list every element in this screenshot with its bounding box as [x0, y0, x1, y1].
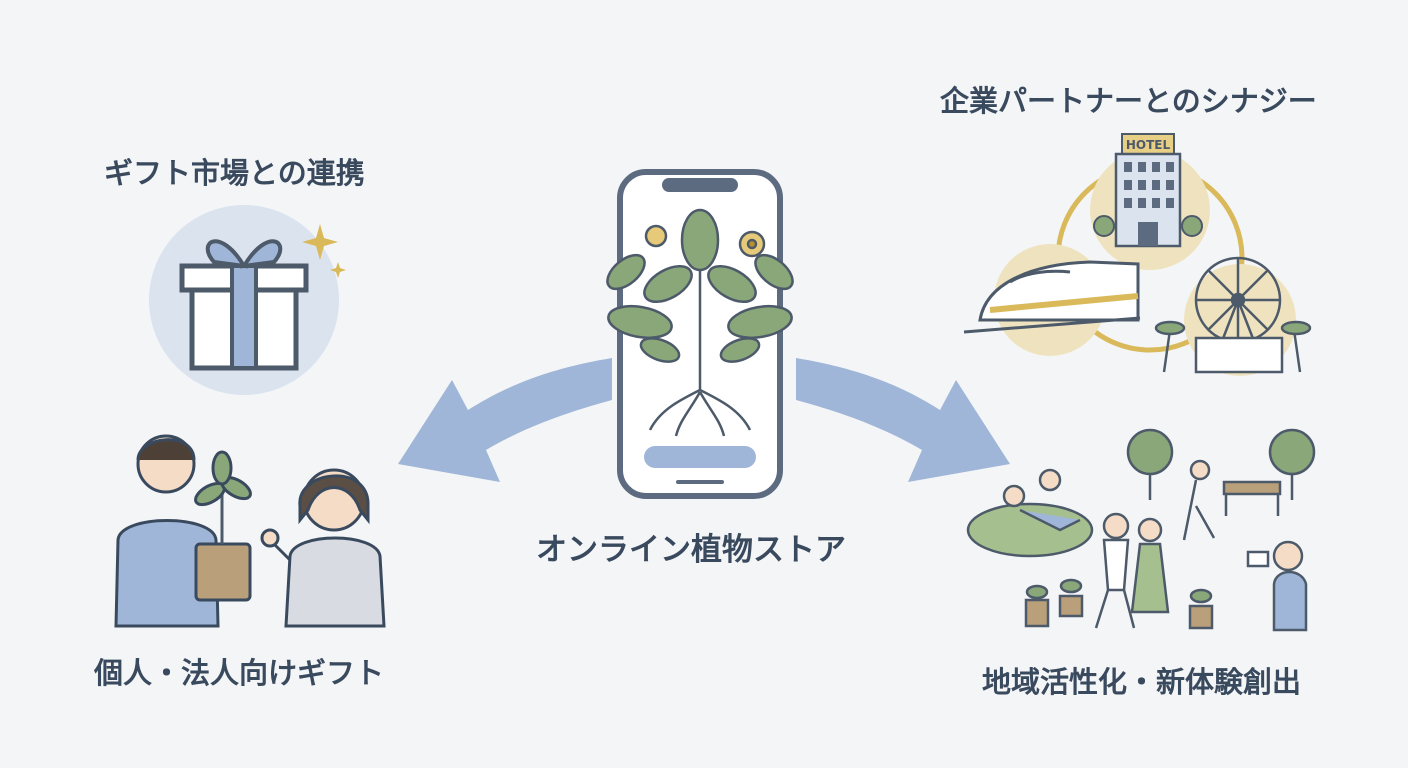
hotel-icon: HOTEL: [1093, 133, 1203, 248]
train-icon: [963, 260, 1141, 334]
gift-market-label: ギフト市場との連携: [104, 156, 365, 190]
left-arrow: [398, 358, 612, 482]
park-icon: [966, 428, 1316, 630]
plant-icon: [606, 208, 794, 437]
camera-icon: [1246, 540, 1308, 632]
right-arrow: [796, 358, 1010, 482]
people-icon: [114, 434, 386, 628]
sparkle-icon: [302, 224, 346, 278]
personal-gift-label: 個人・法人向けギフト: [94, 656, 385, 690]
hotel-sign: HOTEL: [1126, 138, 1171, 152]
partner-synergy-label: 企業パートナーとのシナジー: [940, 84, 1317, 118]
regional-label: 地域活性化・新体験創出: [982, 665, 1302, 699]
gift-icon: [149, 205, 339, 395]
center-store-label: オンライン植物ストア: [536, 532, 846, 568]
ferris-wheel-icon: [1154, 256, 1312, 374]
